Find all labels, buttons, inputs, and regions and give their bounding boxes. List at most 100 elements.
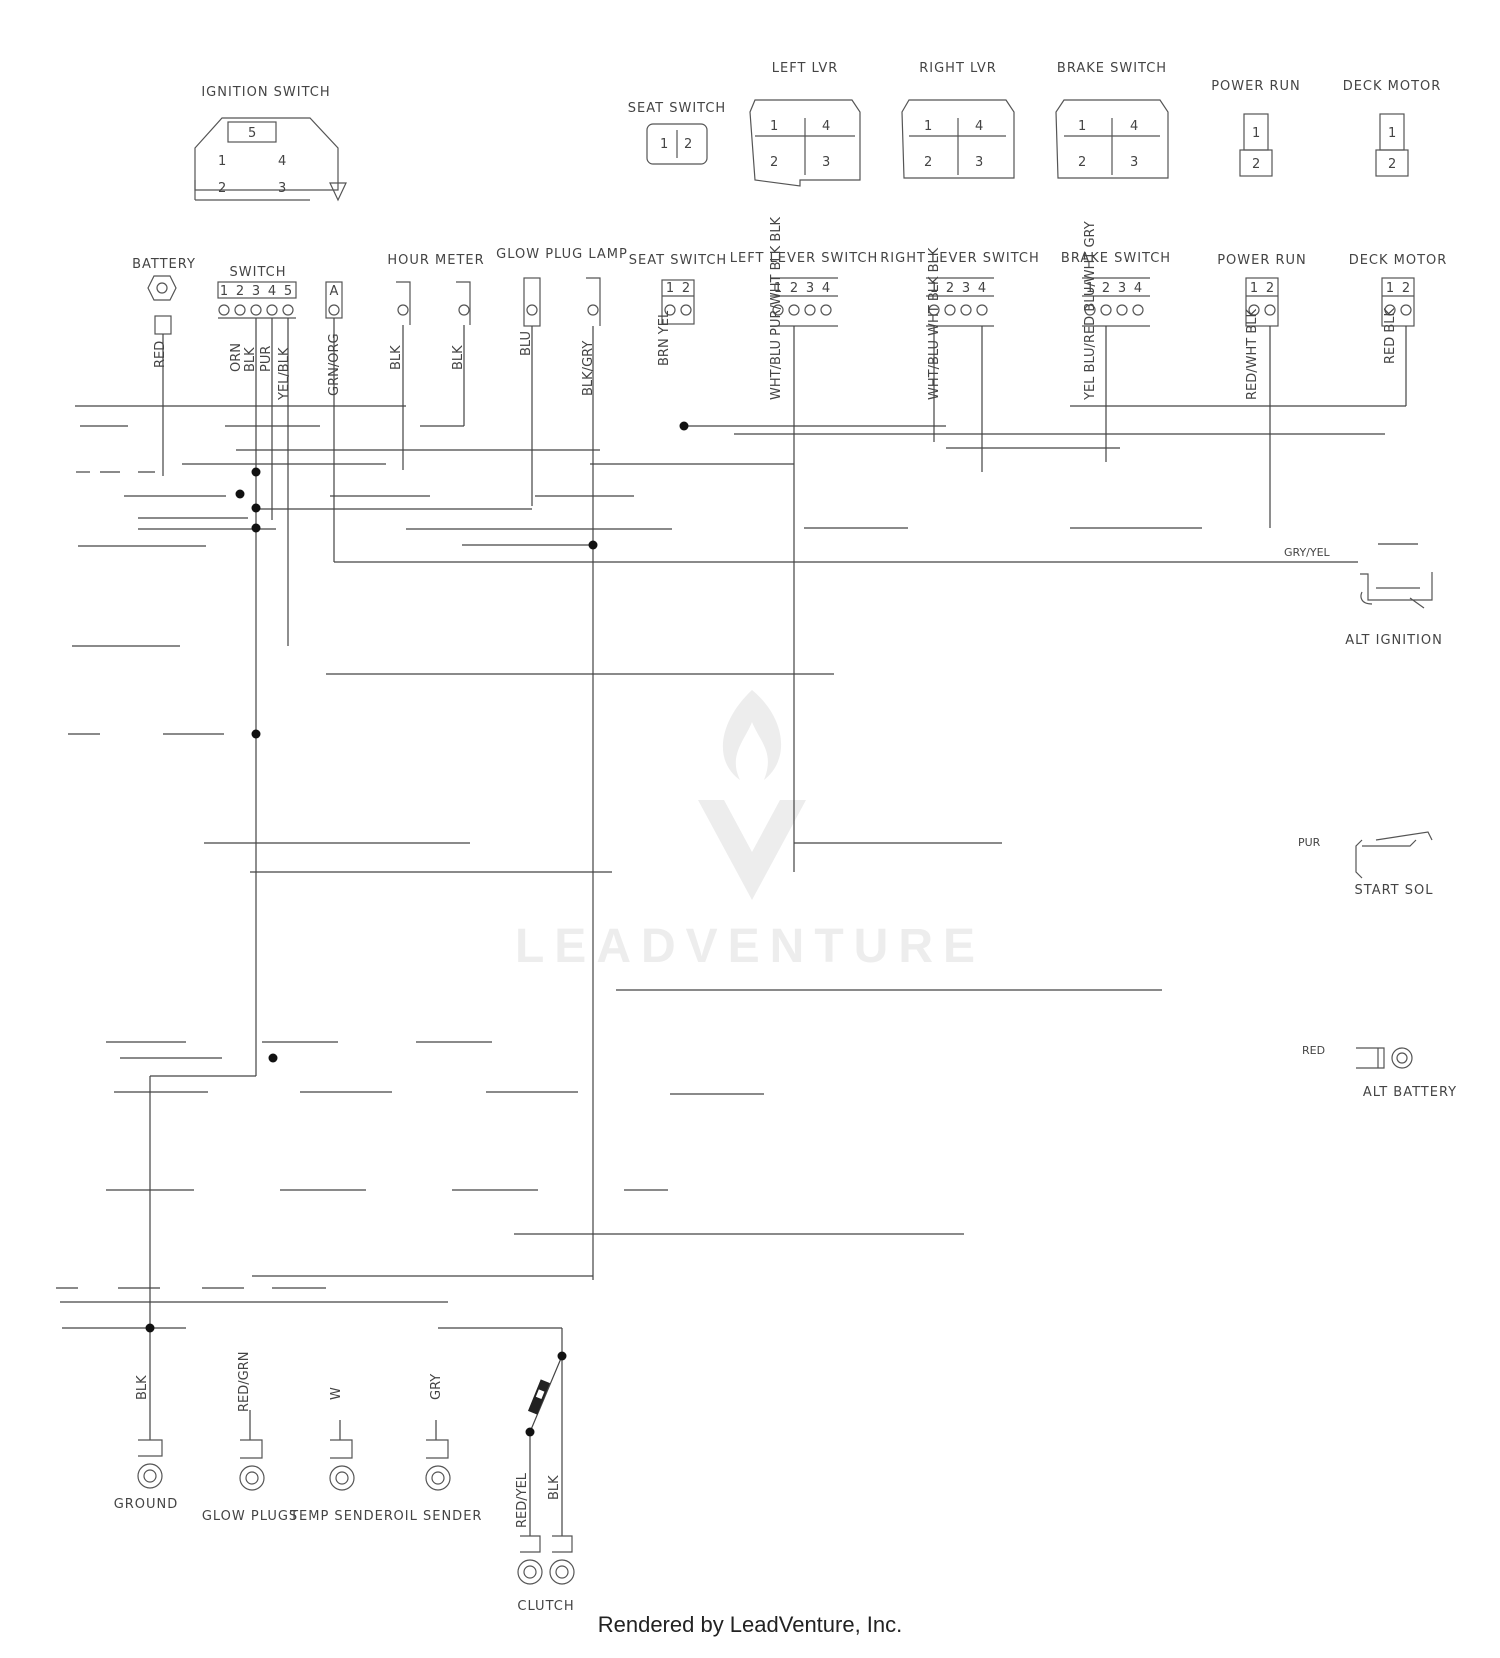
- lvr-r-pin-3: 3: [975, 155, 983, 170]
- brake-switch-top-label: BRAKE SWITCH: [1057, 61, 1167, 76]
- wire-switch-pur: PUR: [259, 346, 274, 372]
- ign-pin-4: 4: [278, 154, 286, 169]
- deck-top-pin-1: 1: [1388, 126, 1396, 141]
- start-sol-label: START SOL: [1355, 883, 1434, 898]
- wire-switch-orn: ORN: [229, 343, 244, 372]
- ignition-switch-label: IGNITION SWITCH: [201, 85, 330, 100]
- left-lever-switch-connector: [770, 277, 838, 327]
- wire-battery-red: RED: [153, 341, 168, 368]
- brake-switch-connector: [1082, 277, 1150, 327]
- brk-pin-4: 4: [1130, 119, 1138, 134]
- ll-pin-2: 2: [790, 281, 798, 296]
- battery-terminal: [147, 275, 177, 335]
- bs-pin-4: 4: [1134, 281, 1142, 296]
- seat-switch-connector: [661, 279, 695, 325]
- lvr-l-pin-3: 3: [822, 155, 830, 170]
- ll-pin-3: 3: [806, 281, 814, 296]
- wire-glow-blu: BLU: [519, 331, 534, 356]
- alt-battery-label: ALT BATTERY: [1363, 1085, 1457, 1100]
- red-label: RED: [1302, 1044, 1325, 1057]
- footer-credit: Rendered by LeadVenture, Inc.: [597, 1612, 903, 1637]
- wire-left-lever: WHT/BLU PUR/WHT BLK BLK: [769, 216, 784, 400]
- seat-top-pin-2: 2: [684, 137, 692, 152]
- right-lever-switch-label: RIGHT LEVER SWITCH: [880, 251, 1040, 266]
- right-lvr-outline: [901, 99, 1015, 179]
- temp-sender-label: TEMP SENDER: [289, 1509, 394, 1524]
- ground-wire-label: BLK: [135, 1375, 150, 1400]
- switch-pin-4: 4: [268, 284, 276, 299]
- alt-battery-symbol: [1356, 1047, 1413, 1069]
- rl-pin-3: 3: [962, 281, 970, 296]
- switch-label: SWITCH: [230, 265, 287, 280]
- deck-motor-connector: [1381, 277, 1415, 327]
- lvr-r-pin-1: 1: [924, 119, 932, 134]
- ignition-switch-outline: [194, 117, 347, 202]
- wire-switch-yelblk: YEL/BLK: [277, 347, 292, 401]
- deck-top-pin-2: 2: [1388, 157, 1396, 172]
- oil-sender-terminal: [425, 1439, 451, 1491]
- left-lever-switch-label: LEFT LEVER SWITCH: [730, 251, 878, 266]
- wires: [56, 318, 1418, 1536]
- clutch-label: CLUTCH: [517, 1599, 574, 1614]
- glow-plugs-wire-label: RED/GRN: [237, 1352, 252, 1412]
- watermark-text: LEADVENTURE: [515, 920, 985, 973]
- wire-hour-blk-2: BLK: [451, 345, 466, 370]
- left-lvr-outline: [749, 99, 861, 187]
- hour-meter-label: HOUR METER: [387, 253, 484, 268]
- alt-ignition-label: ALT IGNITION: [1345, 633, 1443, 648]
- clutch-terminals: [517, 1535, 575, 1585]
- lvr-l-pin-2: 2: [770, 155, 778, 170]
- flame-logo-icon: [722, 690, 782, 780]
- hour-meter-connector: [396, 281, 471, 325]
- ign-pin-2: 2: [218, 181, 226, 196]
- deck-motor-top-label: DECK MOTOR: [1343, 79, 1442, 94]
- rl-pin-2: 2: [946, 281, 954, 296]
- ign-pin-1: 1: [218, 154, 226, 169]
- start-sol-symbol: [1355, 831, 1433, 879]
- oil-sender-wire-label: GRY: [429, 1374, 444, 1400]
- power-run-label: POWER RUN: [1217, 253, 1307, 268]
- bs-pin-3: 3: [1118, 281, 1126, 296]
- bs-pin-2: 2: [1102, 281, 1110, 296]
- oil-sender-label: OIL SENDER: [394, 1509, 483, 1524]
- junction-dots: [145, 421, 689, 1437]
- rl-pin-1: 1: [930, 281, 938, 296]
- brk-pin-2: 2: [1078, 155, 1086, 170]
- v-logo-icon: [698, 800, 806, 900]
- seat-switch-top-label: SEAT SWITCH: [628, 101, 726, 116]
- switch-pin-1: 1: [220, 284, 228, 299]
- wire-switch-blk: BLK: [243, 347, 258, 372]
- battery-label: BATTERY: [132, 257, 196, 272]
- seat-pin-1: 1: [666, 281, 674, 296]
- ll-pin-4: 4: [822, 281, 830, 296]
- pwr-top-pin-1: 1: [1252, 126, 1260, 141]
- temp-sender-terminal: [329, 1439, 355, 1491]
- left-lvr-label: LEFT LVR: [772, 61, 839, 76]
- ground-label: GROUND: [114, 1497, 179, 1512]
- seat-top-pin-1: 1: [660, 137, 668, 152]
- deck-motor-label: DECK MOTOR: [1349, 253, 1448, 268]
- power-run-outline: [1239, 113, 1273, 177]
- dm-pin-2: 2: [1402, 281, 1410, 296]
- seat-pin-2: 2: [682, 281, 690, 296]
- diode-symbol: [527, 1379, 551, 1415]
- bs-pin-1: 1: [1086, 281, 1094, 296]
- wire-power-run: RED/WHT BLK: [1245, 308, 1260, 400]
- a-pin: A: [330, 284, 339, 299]
- glow-plug-lamp-label: GLOW PLUG LAMP: [496, 247, 628, 262]
- wire-deck-motor: RED BLK: [1383, 307, 1398, 364]
- wire-seat: BRN YEL: [657, 310, 672, 366]
- glow-plugs-label: GLOW PLUGS: [202, 1509, 298, 1524]
- ign-pin-5: 5: [248, 126, 256, 141]
- power-run-top-label: POWER RUN: [1211, 79, 1301, 94]
- wire-right-lever: WHT/BLU WHT BLK BLK: [927, 247, 942, 400]
- ll-pin-1: 1: [774, 281, 782, 296]
- lvr-r-pin-4: 4: [975, 119, 983, 134]
- power-run-connector: [1245, 277, 1279, 327]
- gryyel-label: GRY/YEL: [1284, 546, 1331, 559]
- watermark: LEADVENTURE: [515, 690, 985, 973]
- seat-switch-label: SEAT SWITCH: [629, 253, 727, 268]
- right-lever-switch-connector: [926, 277, 994, 327]
